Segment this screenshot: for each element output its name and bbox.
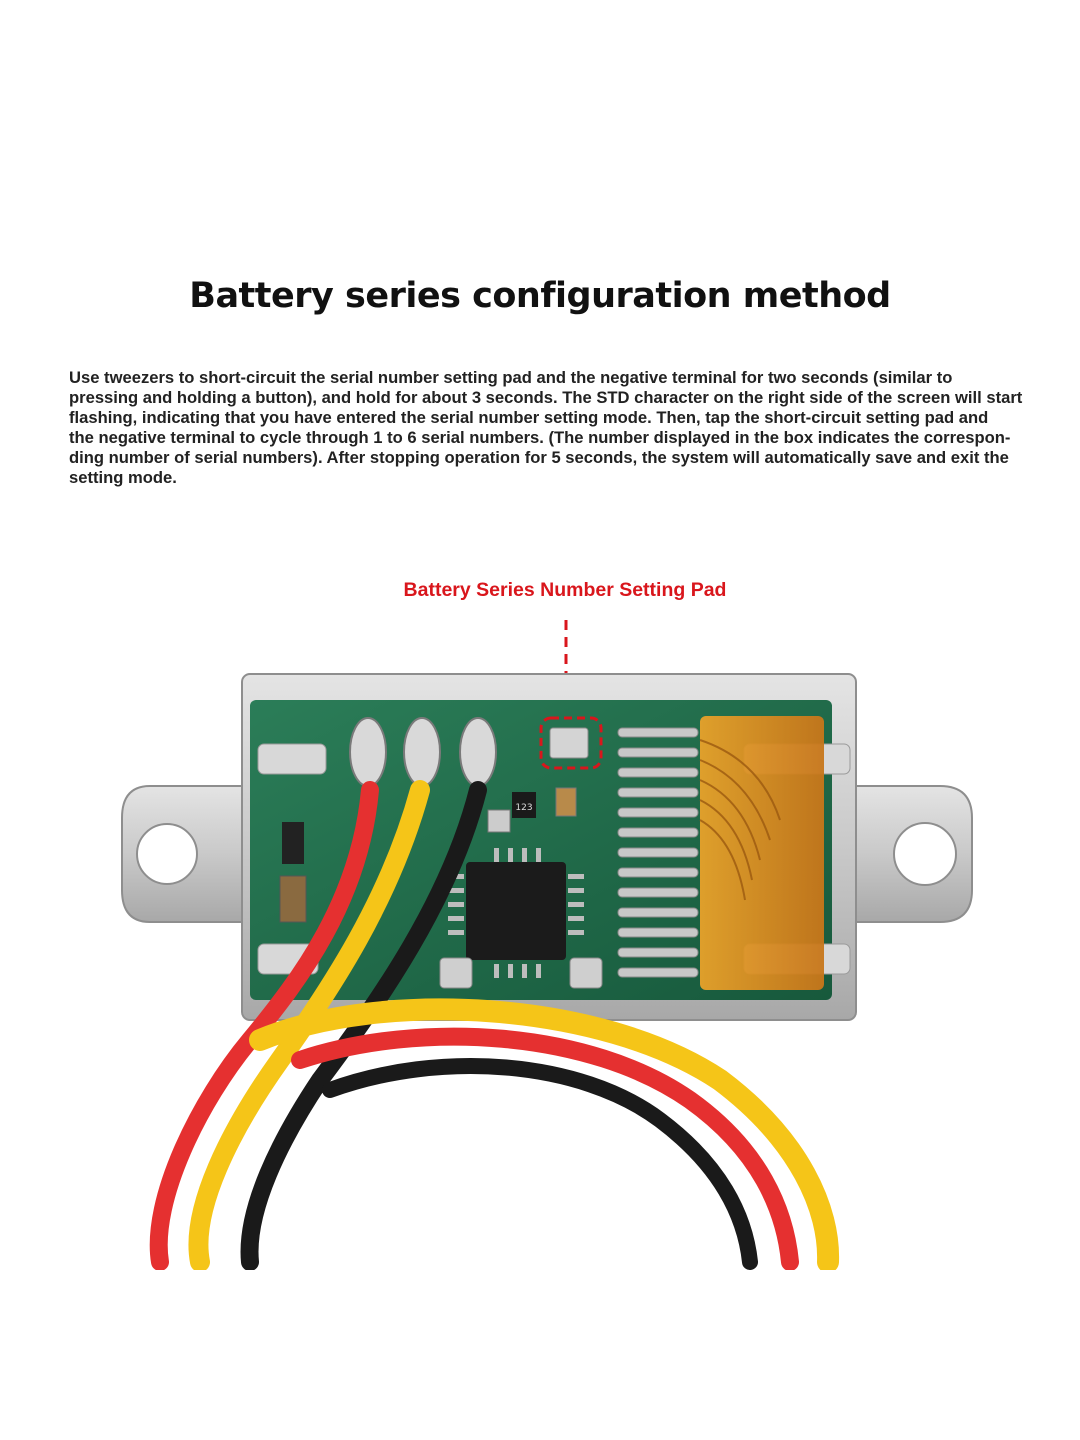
flex-cable (700, 716, 824, 990)
pad-callout-label: Battery Series Number Setting Pad (403, 579, 727, 601)
instructions-line: setting mode. (69, 468, 177, 487)
instructions-line: the negative terminal to cycle through 1… (69, 428, 1011, 447)
instructions-line: ding number of serial numbers). After st… (69, 448, 1009, 467)
setting-pad-highlight (539, 716, 603, 770)
series-setting-pad (549, 727, 589, 759)
instructions-line: Use tweezers to short-circuit the serial… (69, 368, 953, 387)
instructions-line: flashing, indicating that you have enter… (69, 408, 989, 427)
wire-solder-joints (349, 717, 497, 787)
wire-harness (149, 780, 840, 1270)
instructions-line: pressing and holding a button), and hold… (69, 388, 1023, 407)
instructions-paragraph: Use tweezers to short-circuit the serial… (69, 368, 1023, 488)
display-solder-pads (617, 727, 699, 978)
component-marking: 123 (515, 803, 532, 813)
voltmeter-module-photo: 123 (121, 620, 973, 1270)
mounting-bracket (121, 785, 973, 923)
page-title: Battery series configuration method (189, 276, 891, 316)
